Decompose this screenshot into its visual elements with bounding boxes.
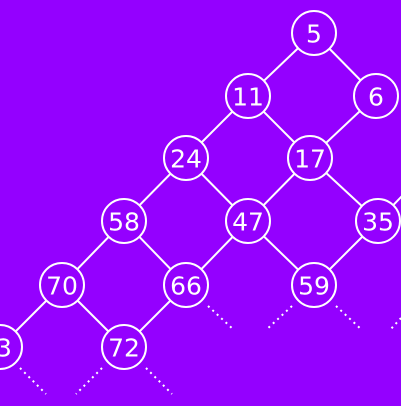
node-value: 66 <box>170 272 202 301</box>
node-circle <box>163 262 209 308</box>
node-value: 24 <box>170 145 202 174</box>
heap-node: 6 <box>353 73 399 119</box>
heap-node: 5 <box>291 10 337 56</box>
dotted-continuation-edges <box>19 305 401 395</box>
node-circle <box>353 73 399 119</box>
node-value: 3 <box>0 334 12 363</box>
node-value: 11 <box>232 83 264 112</box>
node-circle <box>39 262 85 308</box>
node-value: 5 <box>306 20 322 49</box>
dotted-edge-66-right <box>207 305 235 331</box>
heap-node: 11 <box>225 73 271 119</box>
node-value: 6 <box>368 83 384 112</box>
heap-node: 66 <box>163 262 209 308</box>
dotted-edge-offright <box>389 317 401 331</box>
dotted-edge-59-right <box>335 305 363 331</box>
node-circle <box>101 198 147 244</box>
node-value: 47 <box>232 208 264 237</box>
node-circle <box>355 198 401 244</box>
node-circle <box>225 73 271 119</box>
heap-node: 58 <box>101 198 147 244</box>
dotted-edge-72-right <box>145 367 173 395</box>
heap-node: 35 <box>355 198 401 244</box>
node-circle <box>0 324 23 370</box>
node-value: 35 <box>362 208 394 237</box>
node-circle <box>291 262 337 308</box>
nodes-layer: 5 11 6 24 17 58 47 35 <box>0 10 401 370</box>
heap-node: 24 <box>163 135 209 181</box>
dotted-edge-72-left <box>75 367 103 395</box>
node-circle <box>163 135 209 181</box>
heap-node: 47 <box>225 198 271 244</box>
node-value: 58 <box>108 208 140 237</box>
heap-node: 17 <box>287 135 333 181</box>
node-value: 59 <box>298 272 330 301</box>
node-value: 17 <box>294 145 326 174</box>
node-circle <box>101 324 147 370</box>
node-value: 72 <box>108 334 140 363</box>
dotted-edge-3-right <box>19 367 47 395</box>
node-circle <box>287 135 333 181</box>
heap-node: 59 <box>291 262 337 308</box>
heap-node: 70 <box>39 262 85 308</box>
node-circle <box>225 198 271 244</box>
node-value: 70 <box>46 272 78 301</box>
heap-node: 72 <box>101 324 147 370</box>
dotted-edge-59-left <box>265 305 293 331</box>
heap-node: 3 <box>0 324 23 370</box>
node-circle <box>291 10 337 56</box>
